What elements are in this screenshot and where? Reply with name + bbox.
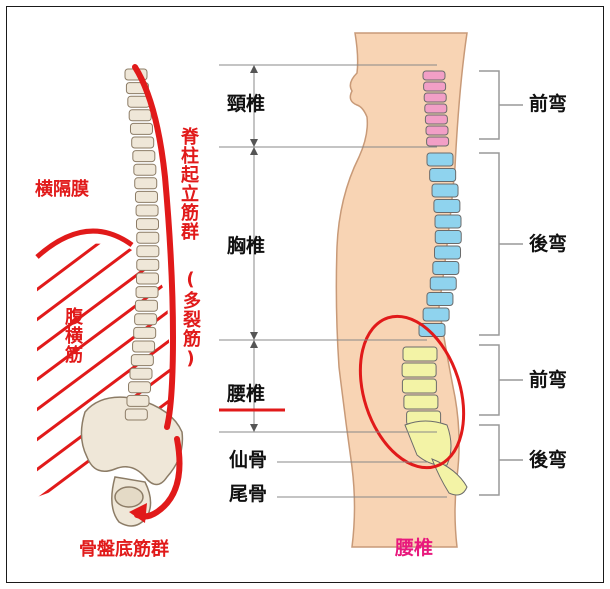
transversus-label: 腹横筋 <box>62 307 83 364</box>
pelvic-floor-arrowhead <box>129 503 147 523</box>
skeletal-vertebra <box>133 163 157 176</box>
cervical-vertebra <box>423 81 447 92</box>
cervical-vertebra <box>423 92 447 103</box>
thoracic-vertebra <box>429 168 457 182</box>
pelvic-floor-label: 骨盤底筋群 <box>79 539 169 560</box>
thoracic-curve-label: 後弯 <box>529 233 568 255</box>
lumbar-label: 腰椎 <box>227 383 266 405</box>
coccyx-shape <box>431 458 468 496</box>
cervical-vertebra <box>426 136 450 147</box>
sacrum-label: 仙骨 <box>229 449 268 471</box>
lumbar-highlight-ellipse <box>358 314 466 470</box>
skeletal-vertebra <box>134 177 158 190</box>
thoracic-vertebra <box>426 292 454 306</box>
skeletal-vertebra <box>129 122 153 135</box>
cervical-vertebra <box>424 103 448 114</box>
curve-brackets <box>479 70 523 496</box>
thoracic-label: 胸椎 <box>227 235 266 257</box>
diaphragm-label: 横隔膜 <box>35 179 89 200</box>
skeletal-vertebra <box>128 109 152 122</box>
lumbar-vertebra <box>401 362 437 378</box>
region-guides <box>219 64 447 498</box>
cervical-vertebra <box>425 125 449 136</box>
diaphragm-curve <box>35 228 134 259</box>
lumbar-vertebra <box>402 346 438 362</box>
skeletal-vertebra <box>126 394 150 407</box>
skeletal-vertebra <box>135 272 159 285</box>
cervical-label: 頸椎 <box>227 93 266 115</box>
coccyx-label: 尾骨 <box>229 483 268 505</box>
lumbar-caption: 腰椎 <box>395 537 434 559</box>
lumbar-curve-label: 前弯 <box>529 369 568 391</box>
skeletal-vertebra <box>134 299 158 312</box>
skeletal-vertebra <box>136 245 160 258</box>
skeletal-vertebra <box>135 218 159 231</box>
thoracic-vertebra <box>431 183 459 198</box>
skeletal-vertebra <box>132 150 156 163</box>
skeletal-vertebra <box>134 190 158 203</box>
skeletal-vertebra <box>136 231 160 244</box>
diagram-canvas <box>35 32 523 548</box>
thoracic-vertebra <box>434 230 462 244</box>
skeletal-vertebra <box>135 204 159 217</box>
skeletal-vertebra <box>130 354 154 367</box>
skeletal-vertebra <box>129 367 153 380</box>
thoracic-vertebra <box>429 276 457 291</box>
sacral-curve-label: 後弯 <box>529 449 568 471</box>
thoracic-vertebra <box>422 307 450 322</box>
erector-spinae-line <box>132 64 177 430</box>
skeletal-vertebra <box>131 136 155 149</box>
skeletal-vertebra <box>136 258 160 271</box>
cervical-vertebra <box>424 114 448 125</box>
thoracic-vertebra <box>434 245 462 260</box>
lumbar-vertebra <box>403 394 439 410</box>
skeletal-vertebra <box>128 381 152 394</box>
skeletal-vertebra <box>132 340 156 353</box>
skeletal-vertebra <box>133 326 157 339</box>
thoracic-vertebra <box>426 152 454 167</box>
skeletal-vertebra <box>135 286 159 299</box>
skeletal-vertebra <box>134 313 158 326</box>
multifidus-label: (多裂筋) <box>180 269 201 370</box>
colored-spine <box>401 70 468 496</box>
cervical-vertebra <box>422 70 446 81</box>
diagram-frame: 横隔膜 脊柱起立筋群 (多裂筋) 腹横筋 骨盤底筋群 頸椎 胸椎 腰椎 仙骨 尾… <box>6 6 604 583</box>
cervical-curve-label: 前弯 <box>529 93 568 115</box>
lumbar-vertebra <box>401 378 437 394</box>
erector-spinae-label: 脊柱起立筋群 <box>178 127 199 241</box>
thoracic-vertebra <box>434 214 462 229</box>
thoracic-vertebra <box>432 261 460 275</box>
skeletal-vertebra <box>124 408 148 421</box>
thoracic-vertebra <box>433 199 461 213</box>
